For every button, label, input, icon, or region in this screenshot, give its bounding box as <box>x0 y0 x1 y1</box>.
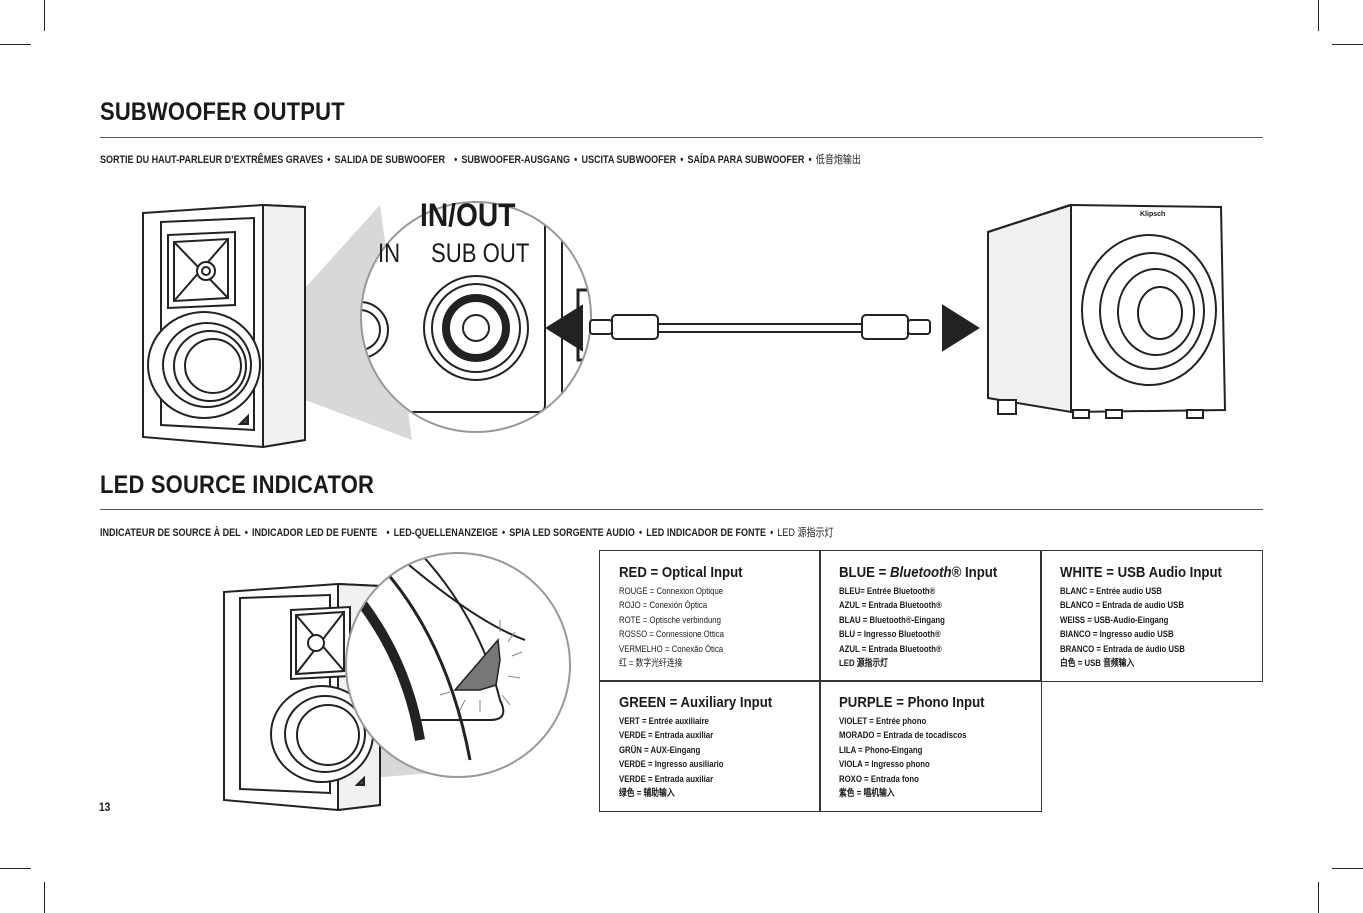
translation-line: GRÜN = AUX-Eingang <box>619 744 701 756</box>
translation-line: 白色 = USB 音频输入 <box>1060 658 1135 670</box>
translation-it: SPIA LED SORGENTE AUDIO <box>509 527 635 539</box>
led-cell-title: WHITE = USB Audio Input <box>1060 564 1222 581</box>
translation-line: VERDE = Entrada auxiliar <box>619 730 714 742</box>
page-number: 13 <box>99 800 111 814</box>
translation-de: SUBWOOFER-AUSGANG <box>461 154 571 166</box>
translation-es: SALIDA DE SUBWOOFER <box>334 154 445 166</box>
panel-heading: IN/OUT <box>420 197 516 233</box>
translation-line: VERT = Entrée auxiliaire <box>619 716 709 727</box>
translation-zh: LED 源指示灯 <box>777 527 834 539</box>
translation-fr: INDICATEUR DE SOURCE À DEL <box>100 527 241 539</box>
translation-line: AZUL = Entrada Bluetooth® <box>839 643 942 655</box>
translation-line: VIOLA = Ingresso phono <box>839 759 930 771</box>
crop-mark <box>1318 882 1319 913</box>
zoomed-led-corner <box>345 552 571 778</box>
rca-cable <box>545 304 980 352</box>
section-rule <box>100 137 1263 138</box>
led-cell-white: WHITE = USB Audio Input BLANC = Entrée a… <box>1040 550 1263 682</box>
translation-line: ROUGE = Connexion Optique <box>619 586 724 597</box>
crop-mark <box>1318 0 1319 31</box>
translation-line: MORADO = Entrada de tocadiscos <box>839 730 967 742</box>
translation-pt: SAÍDA PARA SUBWOOFER <box>687 154 805 166</box>
led-cell-red: RED = Optical Input ROUGE = Connexion Op… <box>599 550 821 682</box>
translation-line: LILA = Phono-Eingang <box>839 744 923 756</box>
translation-line: VERDE = Ingresso ausiliario <box>619 759 724 771</box>
section-rule <box>100 509 1263 510</box>
translation-line: LED 源指示灯 <box>839 658 888 670</box>
subwoofer-title: SUBWOOFER OUTPUT <box>100 98 345 126</box>
translation-line: ROJO = Conexión Óptica <box>619 600 708 612</box>
brand-logo: Klipsch <box>1140 211 1166 218</box>
translation-de: LED-QUELLENANZEIGE <box>393 527 498 539</box>
translation-line: BLAU = Bluetooth®-Eingang <box>839 614 945 626</box>
led-cell-blue: BLUE = Bluetooth® Input BLEU= Entrée Blu… <box>819 550 1042 682</box>
crop-mark <box>0 44 31 45</box>
translation-line: ROTE = Optische verbindung <box>619 614 721 626</box>
translation-line: BLU = Ingresso Bluetooth® <box>839 629 941 641</box>
led-cell-title: PURPLE = Phono Input <box>839 694 985 711</box>
translation-zh: 低音炮输出 <box>815 154 861 166</box>
translation-fr: SORTIE DU HAUT-PARLEUR D’EXTRÊMES GRAVES <box>100 154 324 166</box>
translation-line: BLANCO = Entrada de audio USB <box>1060 600 1185 612</box>
translation-line: ROSSO = Connessione Ottica <box>619 629 724 641</box>
led-cell-title: BLUE = Bluetooth® Input <box>839 564 998 581</box>
translation-line: BLANC = Entrée audio USB <box>1060 586 1162 597</box>
translation-line: WEISS = USB-Audio-Eingang <box>1060 614 1169 626</box>
led-cell-green: GREEN = Auxiliary Input VERT = Entrée au… <box>599 680 821 812</box>
led-color-table: RED = Optical Input ROUGE = Connexion Op… <box>599 550 1263 812</box>
translation-line: BRANCO = Entrada de áudio USB <box>1060 643 1185 655</box>
led-title: LED SOURCE INDICATOR <box>100 471 375 499</box>
translation-line: 紫色 = 唱机输入 <box>839 788 895 800</box>
translation-it: USCITA SUBWOOFER <box>581 154 677 166</box>
translation-line: 绿色 = 辅助输入 <box>619 788 675 800</box>
led-cell-title: RED = Optical Input <box>619 564 743 581</box>
translation-es: INDICADOR LED DE FUENTE <box>252 527 378 539</box>
subwoofer-translations: SORTIE DU HAUT-PARLEUR D’EXTRÊMES GRAVES… <box>100 154 861 166</box>
translation-line: 红 = 数字光纤连接 <box>619 658 683 670</box>
translation-line: VERDE = Entrada auxiliar <box>619 773 714 785</box>
subwoofer <box>987 203 1227 419</box>
panel-sub-out-label: SUB OUT <box>431 238 530 268</box>
led-translations: INDICATEUR DE SOURCE À DEL•INDICADOR LED… <box>100 527 834 539</box>
crop-mark <box>44 882 45 913</box>
translation-line: ROXO = Entrada fono <box>839 773 919 785</box>
panel-in-label: IN <box>378 238 401 268</box>
translation-line: VIOLET = Entrée phono <box>839 716 927 727</box>
crop-mark <box>0 868 31 869</box>
led-cell-purple: PURPLE = Phono Input VIOLET = Entrée pho… <box>819 680 1042 812</box>
crop-mark <box>1332 868 1363 869</box>
translation-pt: LED INDICADOR DE FONTE <box>646 527 767 539</box>
led-cell-title: GREEN = Auxiliary Input <box>619 694 773 711</box>
crop-mark <box>44 0 45 31</box>
zoomed-rear-panel <box>360 201 592 433</box>
translation-line: VERMELHO = Conexão Ótica <box>619 643 724 655</box>
translation-line: AZUL = Entrada Bluetooth® <box>839 600 942 612</box>
translation-line: BLEU= Entrée Bluetooth® <box>839 586 936 597</box>
crop-mark <box>1332 44 1363 45</box>
bookshelf-speaker <box>142 203 306 449</box>
bookshelf-speaker <box>223 582 381 812</box>
translation-line: BIANCO = Ingresso audio USB <box>1060 629 1174 641</box>
